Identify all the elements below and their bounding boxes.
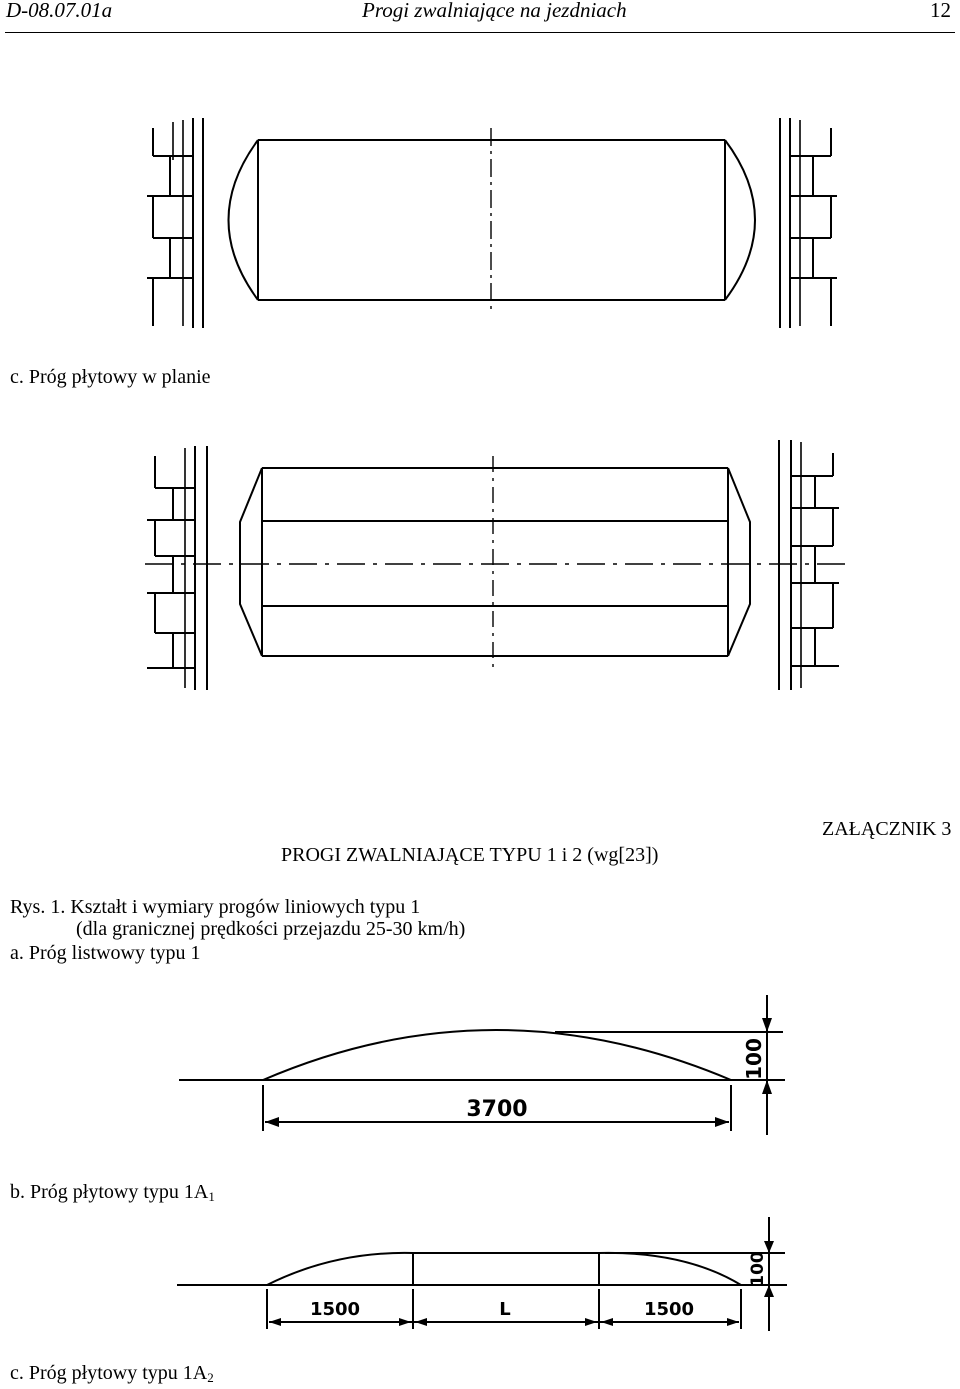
header-rule: [5, 32, 955, 33]
plan-drawing-chamfered: [125, 428, 863, 694]
caption-c: c. Próg płytowy typu 1A2: [10, 1362, 214, 1385]
dimension-height-b: 100: [748, 1251, 768, 1287]
attachment-label: ZAŁĄCZNIK 3: [822, 818, 952, 840]
dimension-left: 1500: [310, 1299, 360, 1320]
caption-a: a. Próg listwowy typu 1: [10, 942, 201, 964]
section-title: PROGI ZWALNIAJĄCE TYPU 1 i 2 (wg[23]): [281, 844, 659, 866]
dimension-right: 1500: [644, 1299, 694, 1320]
figure-caption-line1: Rys. 1. Kształt i wymiary progów liniowy…: [10, 896, 421, 918]
document-code: D-08.07.01a: [6, 0, 113, 22]
caption-b: b. Próg płytowy typu 1A1: [10, 1181, 215, 1204]
caption-plan: c. Próg płytowy w planie: [10, 366, 211, 388]
document-title: Progi zwalniające na jezdniach: [362, 0, 627, 22]
dimension-height: 100: [742, 1038, 766, 1080]
section-drawing-type1a1: 1500 L 1500 100: [175, 1213, 845, 1335]
plan-drawing-rounded: [125, 100, 855, 340]
dimension-mid: L: [499, 1299, 510, 1320]
section-drawing-type1: 3700 100: [175, 985, 837, 1155]
dimension-length: 3700: [466, 1097, 527, 1122]
page-number: 12: [930, 0, 951, 22]
page-header: D-08.07.01a Progi zwalniające na jezdnia…: [0, 0, 960, 34]
figure-caption-line2: (dla granicznej prędkości przejazdu 25-3…: [76, 918, 466, 940]
